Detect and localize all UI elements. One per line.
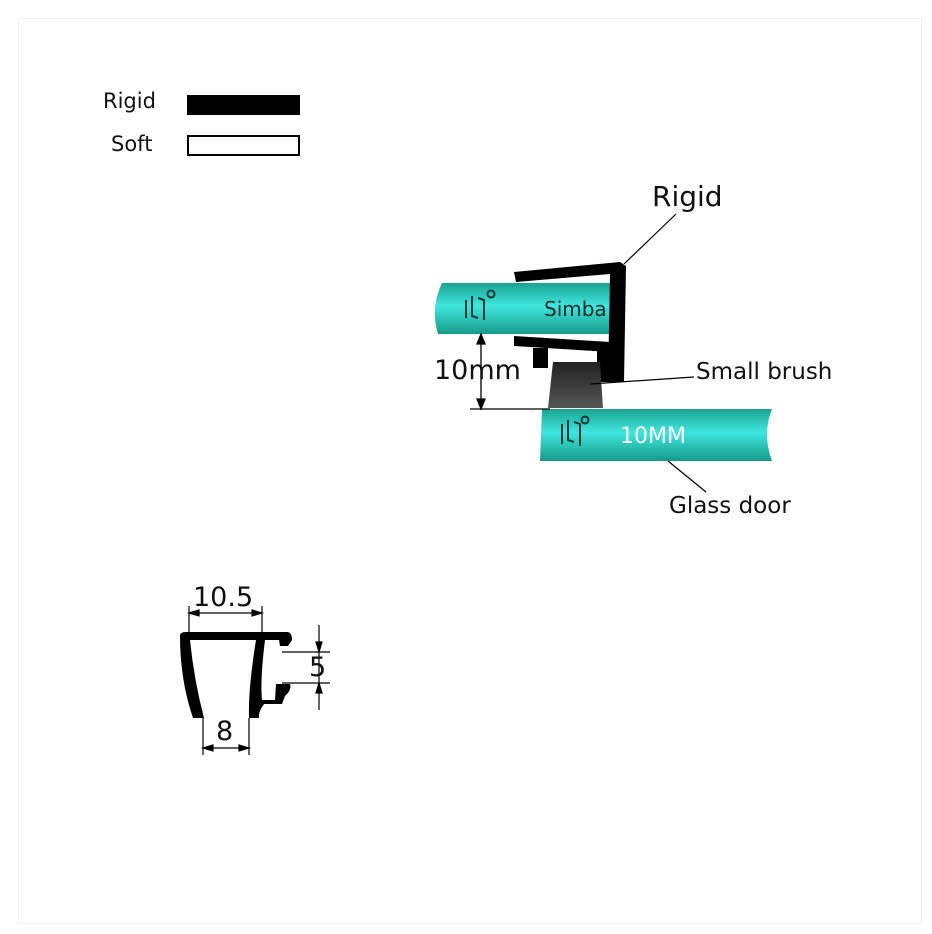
gap-dimension-label: 10mm [434,355,521,386]
profile-dimension-lines [186,606,330,755]
upper-glass-label: Simba [544,297,607,321]
legend-label-soft: Soft [111,132,153,156]
dimension-bottom-width: 8 [216,716,234,747]
drawing-frame [18,18,922,924]
callout-glass-door: Glass door [669,493,791,519]
gap-dimension-lines [470,332,550,411]
upper-glass-panel [434,283,612,334]
small-brush [548,362,603,408]
leader-brush [589,376,695,385]
callout-small-brush: Small brush [696,359,833,385]
dimension-top-width: 10.5 [193,582,254,613]
leader-rigid [623,213,677,265]
lower-glass-panel [540,409,772,461]
callout-rigid: Rigid [652,180,723,213]
profile-section [180,632,292,718]
legend-label-rigid: Rigid [103,89,156,113]
simba-logo-icon [465,289,590,446]
legend-swatch-soft [187,135,300,156]
dimension-slot-height: 5 [309,652,327,683]
leader-glass [667,460,707,493]
legend-swatch-rigid [187,95,300,115]
rigid-profile [514,262,626,382]
lower-glass-label: 10MM [620,424,686,449]
